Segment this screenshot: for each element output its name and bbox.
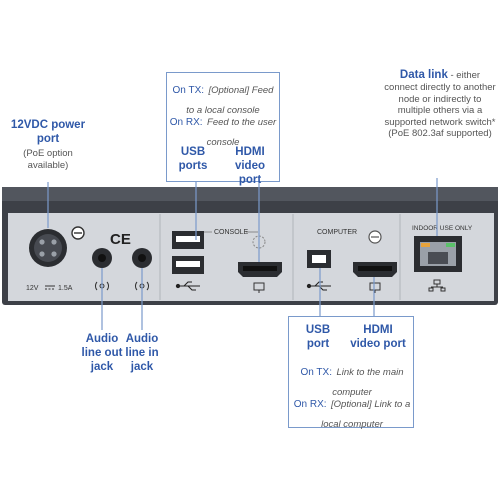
computer-usb-port [307,250,331,268]
computer-rx-prefix: On RX: [293,399,327,410]
power-port-callout: 12VDC power port (PoE option available) [6,118,90,171]
console-tx-note: On TX: [Optional] Feed to a local consol… [169,79,277,118]
computer-tx-note: On TX: Link to the main computer [293,361,411,400]
audio-out-label: Audio line out jack [81,333,123,374]
datalink-poe: (PoE 802.3af supported) [388,128,492,140]
monitor-icon [253,282,265,293]
current-rating: 1.5A [58,285,73,292]
datalink-text: - either connect directly to another nod… [384,70,496,128]
console-rx-prefix: On RX: [169,117,203,128]
computer-tx-prefix: On TX: [300,367,332,378]
console-usb-label: USB ports [178,146,208,173]
console-usb-ports [172,231,204,274]
datalink-callout: Data link - either connect directly to a… [384,68,496,140]
network-icon [428,279,446,292]
datalink-title: Data link [399,69,448,81]
computer-callout: USB port HDMI video port On TX: Link to … [288,316,414,430]
ground-screw-icon [71,226,85,240]
computer-hdmi-port [353,262,397,277]
computer-screw-icon [368,230,382,244]
computer-hdmi-label: HDMI video port [350,324,406,351]
console-rx-note: On RX: Feed to the user console [169,111,277,150]
computer-usb-label: USB port [305,324,331,351]
computer-rx-text: [Optional] Link to a local computer [321,399,411,430]
power-port-note: (PoE option available) [23,148,73,171]
computer-section-label: COMPUTER [317,229,357,236]
rear-panel [8,213,494,301]
console-hdmi-label: HDMI video port [234,146,266,187]
audio-in-jack [132,248,152,268]
rj45-port [414,236,462,272]
console-section-label: CONSOLE [214,229,249,236]
usb-symbol-icon [175,281,200,291]
audio-in-label: Audio line in jack [125,333,159,374]
console-callout: On TX: [Optional] Feed to a local consol… [166,72,280,186]
voltage-rating: 12V [26,285,39,292]
audio-out-jack [92,248,112,268]
console-rx-text: Feed to the user console [206,117,277,148]
computer-tx-text: Link to the main computer [332,367,404,398]
indoor-use-label: INDOOR USE ONLY [412,225,473,232]
console-tx-prefix: On TX: [172,85,205,96]
console-tx-text: [Optional] Feed to a local console [186,85,274,116]
monitor-icon [369,282,381,293]
power-port-title: 12VDC power port [10,119,86,146]
console-hdmi-port [238,262,282,277]
computer-rx-note: On RX: [Optional] Link to a local comput… [293,393,411,432]
callout-lines [47,178,438,330]
ce-mark: CE [110,231,131,248]
power-connector-icon [29,229,67,267]
